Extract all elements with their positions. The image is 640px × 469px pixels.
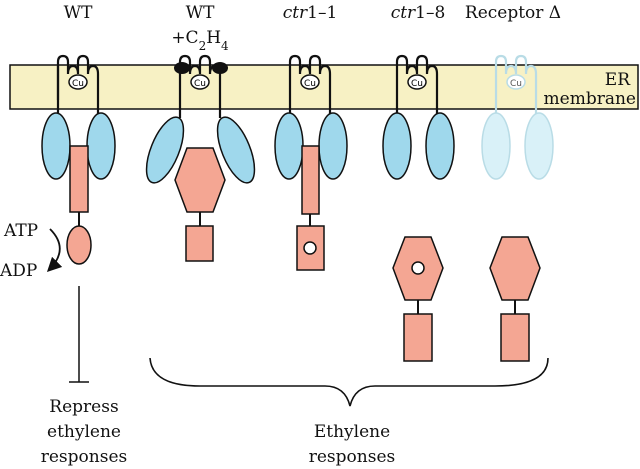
- copper-ion: [190, 74, 210, 90]
- ctr1-hexagon-domain: [489, 236, 541, 301]
- ctr1-kinase-domain: [500, 313, 530, 362]
- ethylene-responses-label-2: responses: [309, 447, 396, 467]
- svg-text:Cu: Cu: [411, 79, 423, 89]
- repress-label-1: Repress: [49, 397, 118, 417]
- ctr1-kinase-domain: [403, 313, 433, 362]
- receptor-domain-left: [382, 112, 412, 180]
- copper-ion: [506, 74, 526, 90]
- receptor-domain-left: [481, 112, 511, 180]
- ethylene-responses-label-1: Ethylene: [314, 422, 390, 442]
- receptor-domain-right: [216, 116, 256, 184]
- receptor-domain-left: [41, 112, 71, 180]
- header-receptor-delta: Receptor Δ: [465, 3, 561, 23]
- receptor-wt: Cu: [41, 54, 116, 180]
- svg-text:Cu: Cu: [72, 79, 84, 89]
- er-membrane: [9, 64, 639, 110]
- copper-ion: [407, 74, 427, 90]
- repress-label-3: responses: [41, 447, 128, 467]
- receptor-domain-right: [86, 112, 116, 180]
- ctr1-wt-ethylene: [174, 147, 226, 262]
- receptor-delta-faded: Cu: [481, 54, 554, 180]
- receptor-ctr1-8: Cu: [382, 54, 455, 180]
- svg-text:Cu: Cu: [194, 79, 206, 89]
- receptor-domain-right: [425, 112, 455, 180]
- ethylene-bound-left: [174, 62, 190, 74]
- ctr1-kinase-domain: [66, 225, 92, 265]
- ctr1-8-mutant: [392, 236, 444, 362]
- svg-text:Cu: Cu: [510, 79, 522, 89]
- ctr1-receptor-delta: [489, 236, 541, 362]
- copper-ion: [300, 74, 320, 90]
- copper-ion: [68, 74, 88, 90]
- receptor-domain-left: [145, 116, 185, 184]
- svg-text:Cu: Cu: [304, 79, 316, 89]
- receptor-domain-right: [524, 112, 554, 180]
- er-label: ER: [605, 70, 631, 90]
- header-ctr1-8: ctr1–8: [391, 3, 446, 23]
- header-ctr1-1: ctr1–1: [283, 3, 338, 23]
- ethylene-bound-right: [212, 62, 228, 74]
- ethylene-responses-brace: [149, 357, 549, 407]
- ctr1-regulatory-domain: [69, 145, 89, 213]
- atp-label: ATP: [3, 221, 38, 241]
- phosphorylation-arrow: [46, 228, 63, 273]
- receptor-ctr1-1: Cu: [274, 54, 348, 180]
- ctr1-regulatory-domain: [301, 145, 320, 215]
- mutation-site: [303, 241, 317, 255]
- ctr1-1-mutant: [296, 145, 325, 271]
- header-wt-c2h4-line2: +C2H4: [171, 28, 229, 53]
- receptor-domain-left: [274, 112, 304, 180]
- repress-label-2: ethylene: [47, 422, 121, 442]
- ctr1-wt: [66, 145, 92, 265]
- ctr1-kinase-domain: [185, 225, 214, 262]
- adp-label: ADP: [0, 261, 37, 281]
- mutation-site: [411, 261, 425, 275]
- ctr1-hexagon-domain: [174, 147, 226, 213]
- header-wt: WT: [64, 3, 93, 23]
- receptor-domain-right: [318, 112, 348, 180]
- header-wt-c2h4-line1: WT: [186, 3, 215, 23]
- receptor-wt-ethylene: Cu: [145, 54, 256, 184]
- membrane-label: membrane: [544, 89, 636, 109]
